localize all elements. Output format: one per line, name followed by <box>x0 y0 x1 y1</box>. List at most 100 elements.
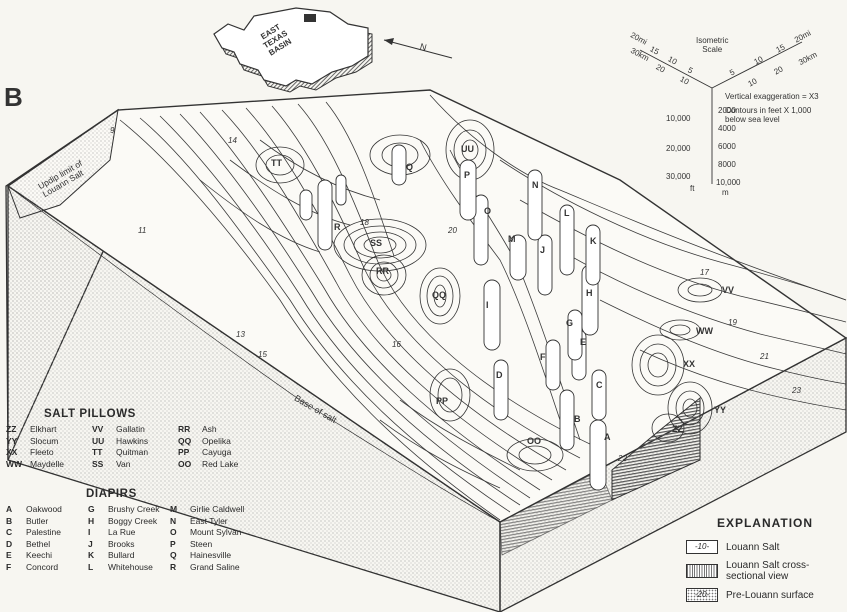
salt-pillows-title: SALT PILLOWS <box>44 408 136 420</box>
scale-m-3: 6000 <box>718 142 736 151</box>
legend-key: D <box>6 538 13 549</box>
contour-label: 15 <box>258 350 267 359</box>
legend-name: Cayuga <box>202 447 232 458</box>
north-arrow <box>383 38 453 59</box>
diapir-E: E <box>580 337 587 347</box>
diapir-P: P <box>464 170 471 180</box>
pillow-PP: PP <box>436 396 449 406</box>
pillow-WW: WW <box>696 326 713 336</box>
legend-key: P <box>170 538 176 549</box>
contour-label: 19 <box>728 318 737 327</box>
contour-label: 21 <box>760 352 769 361</box>
scale-axes <box>639 41 803 184</box>
legend-name: La Rue <box>108 527 136 538</box>
pillow-QQ: QQ <box>432 290 447 300</box>
pillow-UU: UU <box>461 144 474 154</box>
legend-key: O <box>170 527 177 538</box>
panel-letter: B <box>4 82 23 112</box>
diapirs-title: DIAPIRS <box>86 488 137 500</box>
scale-m-unit: m <box>722 188 729 197</box>
pillow-OO: OO <box>527 436 542 446</box>
legend-key: VV <box>92 424 104 434</box>
legend-key: A <box>6 504 13 514</box>
legend-key: SS <box>92 458 104 469</box>
contour-note-line-1: Contours in feet X 1,000 <box>725 106 812 115</box>
legend-name: Bethel <box>26 538 51 549</box>
diapir-A: A <box>604 432 611 442</box>
isometric-scale: Isometric Scale 20mi 15 10 5 30km 20 10 … <box>629 20 845 200</box>
explanation-item-pre-louann: -20- Pre-Louann surface <box>686 588 844 602</box>
legend-name: Girlie Caldwell <box>190 504 245 514</box>
legend-name: Brushy Creek <box>108 504 160 514</box>
pillow-TT: TT <box>271 158 282 168</box>
scale-title-line-1: Isometric <box>696 36 729 45</box>
legend-key: C <box>6 527 13 538</box>
legend-key: G <box>88 504 95 514</box>
legend-name: Quitman <box>116 447 149 458</box>
pre-louann-swatch: -20- <box>686 588 718 602</box>
contour-note: Contours in feet X 1,000 below sea level <box>725 106 811 124</box>
legend-name: East Tyler <box>190 515 228 526</box>
legend-key: E <box>6 550 12 561</box>
diapir-L: L <box>564 208 570 218</box>
contour-label: 16 <box>392 340 401 349</box>
legend-key: N <box>170 515 177 526</box>
explanation-item-louann-salt: -10- Louann Salt <box>686 540 844 554</box>
cross-section-swatch <box>686 564 718 578</box>
legend-name: Gallatin <box>116 424 145 434</box>
explanation-label: Louann Salt cross-sectional view <box>726 560 810 582</box>
vertical-exaggeration: Vertical exaggeration = X3 <box>725 92 819 101</box>
pillow-YY: YY <box>714 405 727 415</box>
contour-label: 9 <box>110 126 115 135</box>
legend-name: Keechi <box>26 550 52 561</box>
scale-ft-1: 10,000 <box>666 114 691 123</box>
contour-label: 17 <box>700 268 709 277</box>
legend-key: H <box>88 515 95 526</box>
legend-name: Boggy Creek <box>108 515 158 526</box>
legend-key: YY <box>6 435 18 446</box>
legend-key: TT <box>92 447 103 458</box>
legend-key: RR <box>178 424 191 434</box>
legend-key: F <box>6 561 12 572</box>
legend-name: Hawkins <box>116 435 149 446</box>
diapir-B: B <box>574 414 581 424</box>
legend-key: Q <box>170 550 177 561</box>
contour-label: 22 <box>618 454 627 463</box>
diapir-G: G <box>566 318 574 328</box>
legend-name: Brooks <box>108 538 135 549</box>
scale-title-line-2: Scale <box>702 45 723 54</box>
swatch-text: -10- <box>694 542 710 551</box>
legend-name: Grand Saline <box>190 561 240 572</box>
swatch-text: -20- <box>694 590 710 599</box>
explanation-label: Louann Salt <box>726 541 780 553</box>
explanation-label: Pre-Louann surface <box>726 589 814 601</box>
scale-title: Isometric Scale <box>696 36 728 54</box>
explanation-legend: EXPLANATION -10- Louann Salt Louann Salt… <box>686 516 844 608</box>
legend-key: ZZ <box>6 424 17 434</box>
scale-m-2: 4000 <box>718 124 736 133</box>
legend-name: Fleeto <box>30 447 54 458</box>
scale-m-4: 8000 <box>718 160 736 169</box>
diapir-F: F <box>540 352 546 362</box>
contour-label: 14 <box>228 136 237 145</box>
diapir-R: R <box>334 222 341 232</box>
diapir-H: H <box>586 288 593 298</box>
legend-key: PP <box>178 447 190 458</box>
legend-name: Opelika <box>202 435 231 446</box>
legend-name: Mount Sylvan <box>190 527 242 538</box>
salt-cross-section <box>611 396 701 501</box>
legend-name: Maydelle <box>30 458 65 469</box>
legend-name: Steen <box>190 538 213 549</box>
legend-name: Whitehouse <box>108 561 153 572</box>
